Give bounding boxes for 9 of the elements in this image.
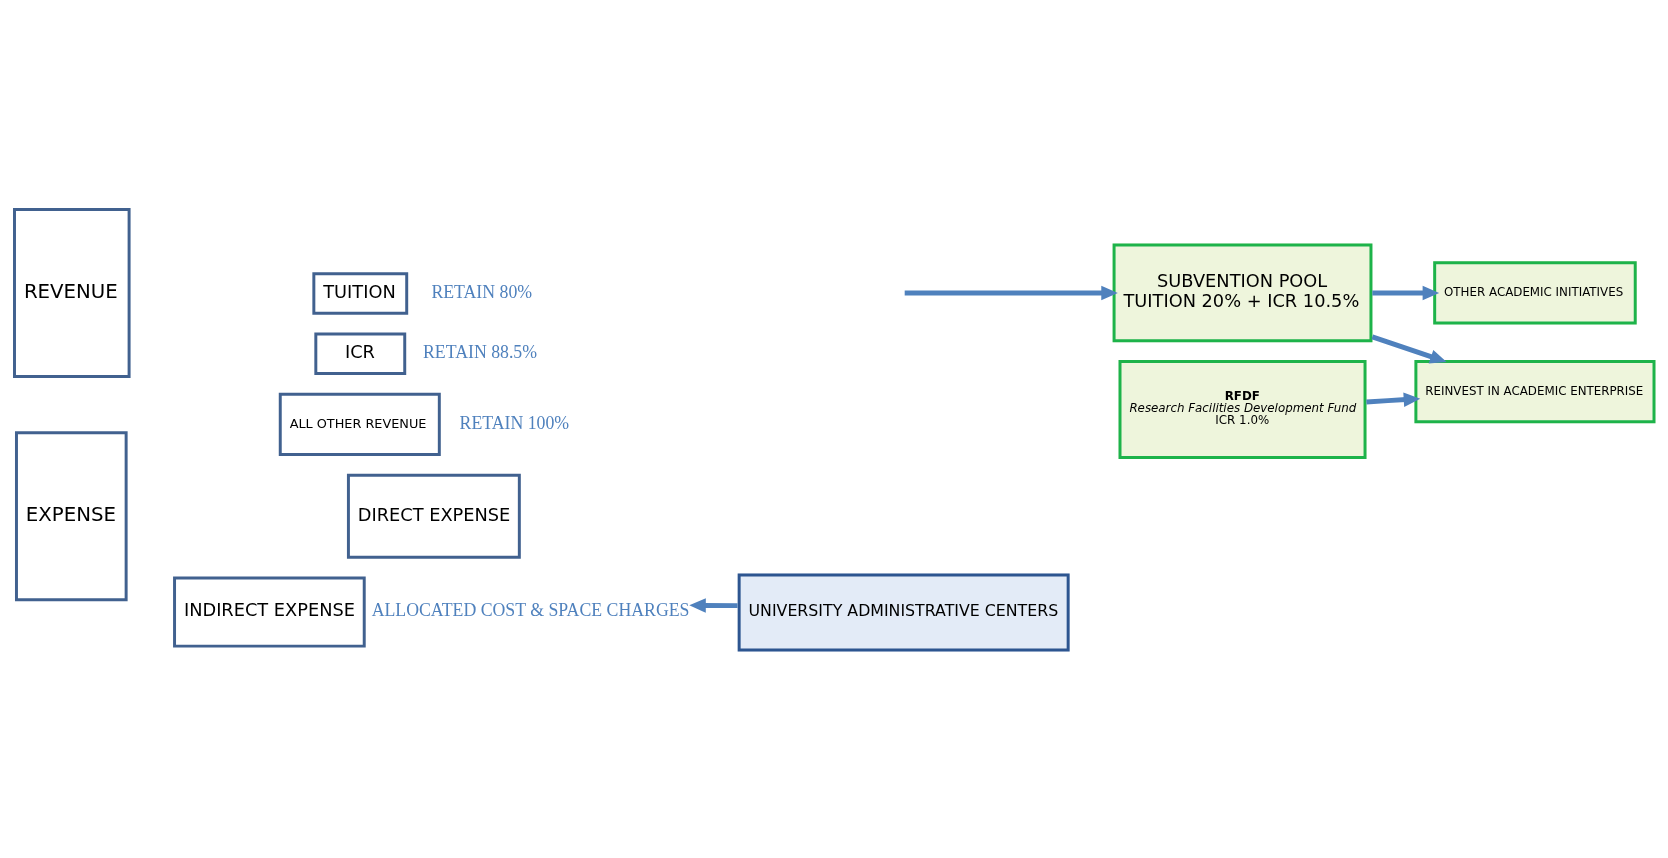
- arrow: [1371, 334, 1447, 364]
- arrow: [1372, 285, 1440, 300]
- arrow: [904, 285, 1118, 300]
- node-label: RETAIN 88.5%: [423, 341, 538, 362]
- arrow: [1366, 391, 1421, 407]
- node-label: RETAIN 100%: [459, 412, 570, 433]
- node-label: RETAIN 80%: [431, 281, 533, 302]
- arrow: [689, 597, 738, 613]
- node-label: ALLOCATED COST & SPACE CHARGES: [371, 599, 690, 620]
